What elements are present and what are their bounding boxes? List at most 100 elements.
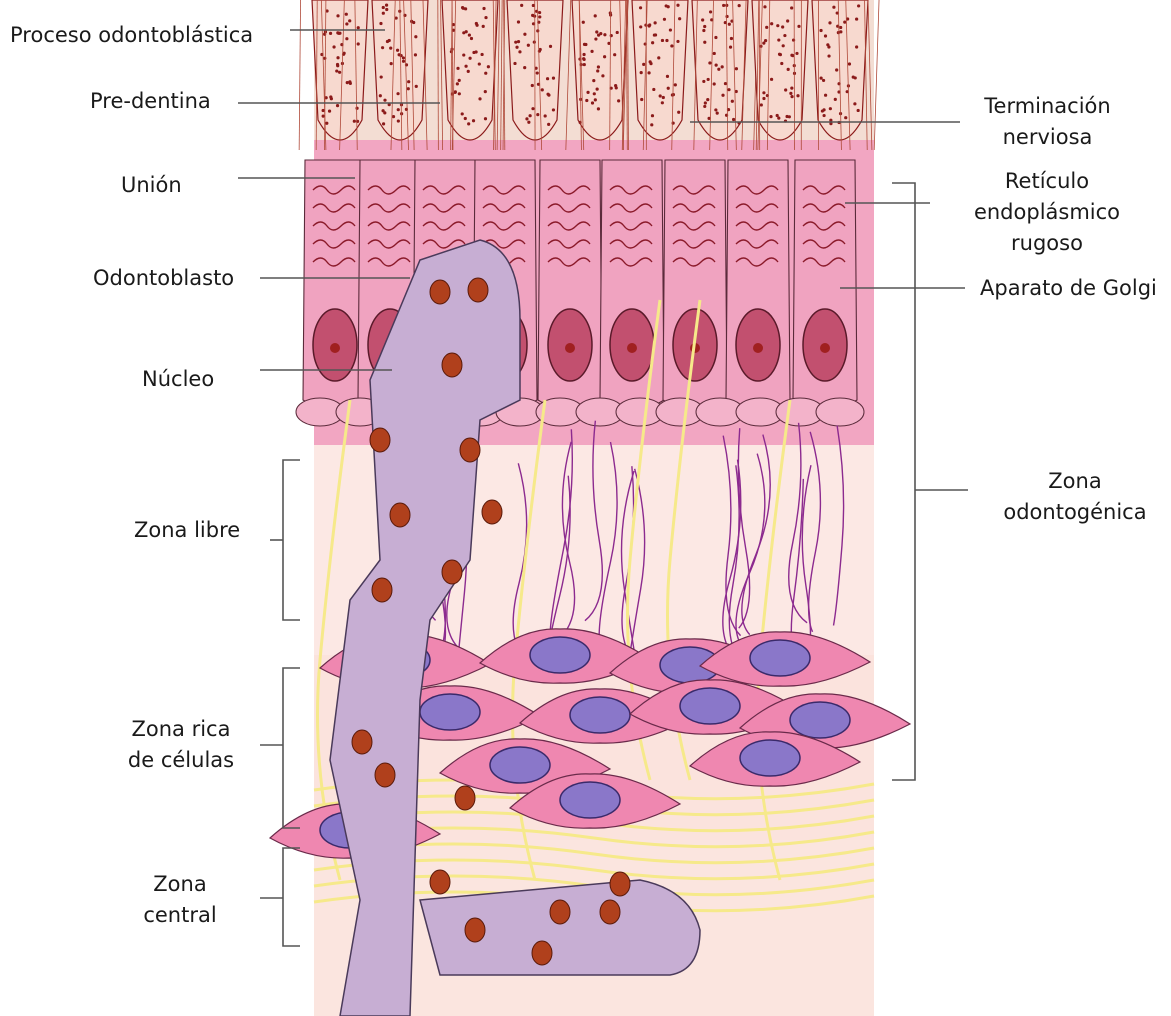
predentin-dot [383, 99, 386, 102]
predentin-dot [332, 45, 335, 48]
predentin-dot [396, 49, 399, 52]
predentin-dot [672, 93, 675, 96]
endothelial-nucleus [430, 870, 450, 894]
predentin-dot [345, 13, 348, 16]
predentin-dot [582, 57, 585, 60]
predentin-dot [729, 46, 732, 49]
predentin-dot [536, 71, 539, 74]
predentin-dot [547, 94, 550, 97]
predentin-dot [414, 53, 417, 56]
predentin-dot [777, 38, 780, 41]
predentin-dot [795, 52, 798, 55]
predentin-dot [593, 92, 596, 95]
predentin-dot [780, 62, 783, 65]
predentin-dot [552, 77, 555, 80]
predentin-dot [348, 19, 351, 22]
predentin-dot [854, 76, 857, 79]
predentin-dot [613, 53, 616, 56]
label-union: Unión [121, 170, 182, 201]
predentin-dot [462, 53, 465, 56]
predentin-dot [583, 63, 586, 66]
predentin-dot [531, 107, 534, 110]
predentin-dot [380, 75, 383, 78]
predentin-dot [667, 87, 670, 90]
predentin-dot [650, 123, 653, 126]
predentin-dot [648, 23, 651, 26]
label-nucleo: Núcleo [142, 364, 214, 395]
predentin-dot [762, 91, 765, 94]
endothelial-nucleus [370, 428, 390, 452]
predentin-dot [789, 92, 792, 95]
predentin-dot [518, 50, 521, 53]
fibroblast-nucleus [570, 697, 630, 733]
predentin-dot [787, 68, 790, 71]
predentin-dot [599, 32, 602, 35]
predentin-dot [714, 36, 717, 39]
predentin-dot [597, 107, 600, 110]
predentin-dot [601, 74, 604, 77]
predentin-dot [383, 111, 386, 114]
label-terminacion-line2: nerviosa [965, 122, 1130, 153]
predentin-dot [462, 31, 465, 34]
predentin-dot [345, 37, 348, 40]
predentin-dot [520, 4, 523, 7]
predentin-dot [776, 24, 779, 27]
predentin-dot [706, 98, 709, 101]
predentin-dot [828, 21, 831, 24]
predentin-dot [353, 120, 356, 123]
predentin-dot [704, 101, 707, 104]
predentin-dot [824, 94, 827, 97]
predentin-dot [541, 88, 544, 91]
predentin-dot [547, 123, 550, 126]
predentin-dot [586, 91, 589, 94]
predentin-dot [529, 114, 532, 117]
predentin-dot [397, 108, 400, 111]
predentin-dot [654, 21, 657, 24]
predentin-dot [582, 21, 585, 24]
predentin-dot [616, 31, 619, 34]
dentin-tubule [438, 0, 439, 150]
predentin-dot [468, 57, 471, 60]
predentin-dot [407, 87, 410, 90]
predentin-dot [762, 97, 765, 100]
predentin-dot [458, 92, 461, 95]
predentin-dot [790, 86, 793, 89]
endothelial-nucleus [390, 503, 410, 527]
predentin-dot [760, 103, 763, 106]
predentin-dot [549, 45, 552, 48]
predentin-dot [731, 100, 734, 103]
predentin-dot [652, 88, 655, 91]
predentin-dot [472, 119, 475, 122]
predentin-dot [482, 25, 485, 28]
predentin-dot [738, 4, 741, 7]
predentin-dot [478, 62, 481, 65]
endothelial-nucleus [455, 786, 475, 810]
predentin-dot [515, 46, 518, 49]
dentin-tubule [874, 0, 879, 150]
predentin-dot [662, 96, 665, 99]
bracket-zona-libre [283, 460, 300, 620]
predentin-dot [414, 35, 417, 38]
predentin-dot [857, 109, 860, 112]
predentin-dot [484, 117, 487, 120]
predentin-dot [538, 11, 541, 14]
predentin-dot [552, 108, 555, 111]
predentin-dot [839, 26, 842, 29]
predentin-dot [857, 4, 860, 7]
label-zona-libre: Zona libre [134, 515, 240, 546]
predentin-dot [674, 83, 677, 86]
label-aparato-de-golgi: Aparato de Golgi [980, 273, 1157, 304]
predentin-dot [822, 79, 825, 82]
predentin-dot [824, 34, 827, 37]
predentin-dot [844, 116, 847, 119]
predentin-dot [538, 15, 541, 18]
predentin-dot [717, 68, 720, 71]
predentin-dot [531, 84, 534, 87]
predentin-dot [678, 17, 681, 20]
predentin-dot [470, 37, 473, 40]
endothelial-nucleus [610, 872, 630, 896]
predentin-dot [336, 104, 339, 107]
predentin-dot [472, 51, 475, 54]
predentin-dot [781, 25, 784, 28]
predentin-dot [336, 56, 339, 59]
